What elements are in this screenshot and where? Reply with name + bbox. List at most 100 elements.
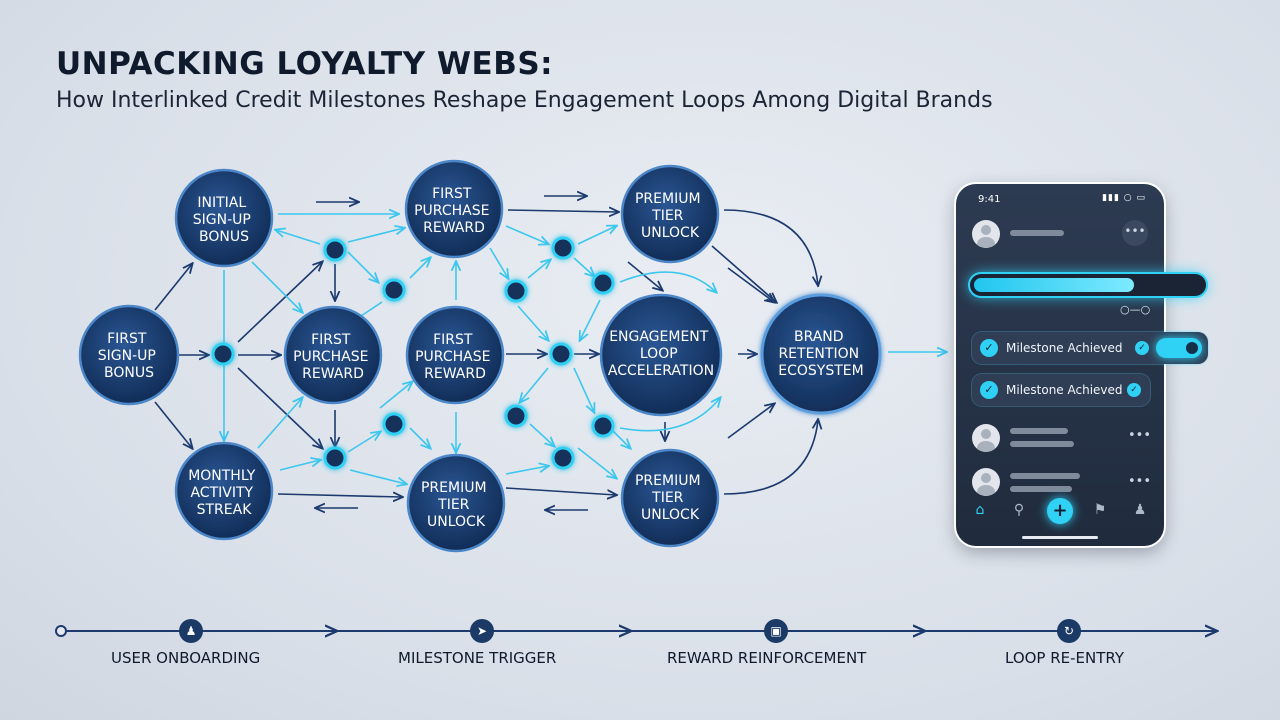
cedge-monthly-purchase-mid: [257, 398, 302, 449]
edge-pt-brand2: [727, 267, 774, 302]
junction-dot: [551, 446, 575, 470]
junction-dot: [591, 271, 615, 295]
dark-connectors: [154, 196, 818, 510]
home-indicator: [1022, 536, 1098, 539]
more-options-icon[interactable]: •••: [1122, 220, 1148, 246]
junction-dot: [211, 342, 235, 366]
home-icon[interactable]: ⌂: [975, 502, 985, 518]
milestone-item[interactable]: ✓ Milestone Achieved ✓: [972, 374, 1150, 406]
bell-icon[interactable]: ⚑: [1093, 502, 1107, 518]
timeline-step-reward: REWARD REINFORCEMENT: [667, 649, 867, 667]
key-icon: ○—○: [1120, 303, 1151, 316]
svg-text:INITIAL SIGN-UP BO: INITIAL SIGN-UP BONUS: [193, 195, 256, 245]
junction-dot: [504, 404, 528, 428]
svg-text:BRAND RETENTION EC: BRAND RETENTION ECOSYSTEM: [778, 329, 863, 379]
add-icon[interactable]: +: [1047, 498, 1073, 524]
node-premium-bottom-right: PREMIUM TIER UNLOCK: [620, 448, 720, 548]
check-icon: ✓: [980, 381, 998, 399]
cedge-c11: [527, 260, 550, 279]
edge-premium-premium: [505, 487, 616, 495]
avatar[interactable]: [972, 220, 1000, 248]
placeholder-text-bar: [1010, 486, 1072, 492]
cedge-c6: [379, 382, 412, 409]
progress-bar: [970, 274, 1206, 296]
search-icon[interactable]: ⚲: [1013, 502, 1025, 518]
cedge-hub-initial: [276, 230, 321, 245]
edge-hub-down: [237, 367, 322, 448]
node-first-purchase-mid: FIRST PURCHASE REWARD: [283, 305, 383, 405]
cedge-arc-top: [619, 271, 716, 292]
page-subtitle: How Interlinked Credit Milestones Reshap…: [56, 88, 993, 113]
svg-text:PREMIUM TIER UNLOC: PREMIUM TIER UNLOCK: [421, 480, 491, 530]
node-premium-top: PREMIUM TIER UNLOCK: [620, 164, 720, 264]
edge-curve-top: [723, 209, 818, 285]
svg-text:FIRST PURCHASE REW: FIRST PURCHASE REWARD: [293, 332, 373, 382]
svg-text:FIRST PURCHASE REW: FIRST PURCHASE REWARD: [414, 186, 494, 236]
junction-dot: [591, 414, 615, 438]
edge-signup-monthly: [154, 401, 192, 448]
node-first-purchase-center: FIRST PURCHASE REWARD: [405, 305, 505, 405]
avatar[interactable]: [972, 424, 1000, 452]
svg-text:FIRST PURCHASE REW: FIRST PURCHASE REWARD: [415, 332, 495, 382]
cedge-c5: [409, 427, 430, 448]
milestone-label: Milestone Achieved: [1006, 341, 1123, 355]
junction-dot: [551, 236, 575, 260]
cedge-c17: [505, 466, 548, 475]
svg-text:PREMIUM TIER UNLOC: PREMIUM TIER UNLOCK: [635, 191, 705, 241]
node-initial-signup: INITIAL SIGN-UP BONUS: [174, 168, 274, 268]
status-icons: ▮▮▮ ○ ▭: [1102, 193, 1146, 203]
junction-dot: [323, 446, 347, 470]
milestone-item[interactable]: ✓ Milestone Achieved ✓: [972, 332, 1208, 364]
junction-dot: [382, 278, 406, 302]
progress-fill: [974, 278, 1134, 292]
node-first-signup: FIRST SIGN-UP BONUS: [78, 304, 180, 406]
junction-dots: [211, 236, 615, 470]
cedge-initial-purchase-mid: [251, 261, 302, 312]
placeholder-text-bar: [1010, 230, 1064, 236]
edge-purchase-premium: [507, 210, 618, 212]
edge-hub-up: [237, 262, 322, 343]
junction-dot: [382, 412, 406, 436]
timeline-step-onboarding: USER ONBOARDING: [111, 649, 261, 667]
edge-monthly-premium: [277, 494, 402, 497]
cedge-c14: [517, 305, 548, 340]
junction-dot: [504, 279, 528, 303]
avatar[interactable]: [972, 468, 1000, 496]
rocket-icon: ➤: [470, 619, 494, 643]
cedge-c18: [577, 447, 616, 478]
profile-icon[interactable]: ♟: [1133, 502, 1147, 518]
milestone-toggle[interactable]: [1156, 338, 1202, 358]
timeline: [55, 625, 1216, 637]
svg-text:MONTHLY ACTIVITY S: MONTHLY ACTIVITY STREAK: [188, 468, 260, 518]
node-engagement-loop: ENGAGEMENT LOOP ACCELERATION: [599, 293, 723, 417]
cedge-c15: [520, 367, 549, 402]
cedge-c19: [573, 367, 594, 412]
more-options-icon[interactable]: •••: [1128, 474, 1152, 489]
timeline-start-dot: [55, 625, 67, 637]
cedge-c10: [489, 247, 508, 278]
page-title: UNPACKING LOYALTY WEBS:: [56, 46, 554, 82]
check-icon: ✓: [1135, 341, 1149, 355]
cedge-c16: [529, 423, 554, 446]
milestone-label: Milestone Achieved: [1006, 383, 1123, 397]
node-brand-retention: BRAND RETENTION ECOSYSTEM: [760, 293, 882, 415]
cedge-c9: [505, 225, 548, 244]
svg-text:PREMIUM TIER UNLOC: PREMIUM TIER UNLOCK: [635, 473, 705, 523]
cedge-c3: [409, 258, 430, 279]
check-icon: ✓: [1127, 383, 1141, 397]
junction-dot: [549, 342, 573, 366]
edge-pb-brand: [727, 404, 774, 439]
cedge-c13: [573, 257, 594, 276]
cedge-c20: [580, 299, 601, 340]
users-icon: ♟: [179, 619, 203, 643]
cedge-c4: [347, 432, 380, 453]
status-time: 9:41: [978, 194, 1001, 205]
edge-signup-initial: [154, 264, 192, 311]
edge-curve-bottom: [723, 420, 818, 495]
cedge-c21: [611, 429, 630, 448]
cedge-c1: [347, 251, 378, 282]
more-options-icon[interactable]: •••: [1128, 428, 1152, 443]
edge-pt-engage: [627, 261, 662, 290]
junction-dot: [323, 238, 347, 262]
